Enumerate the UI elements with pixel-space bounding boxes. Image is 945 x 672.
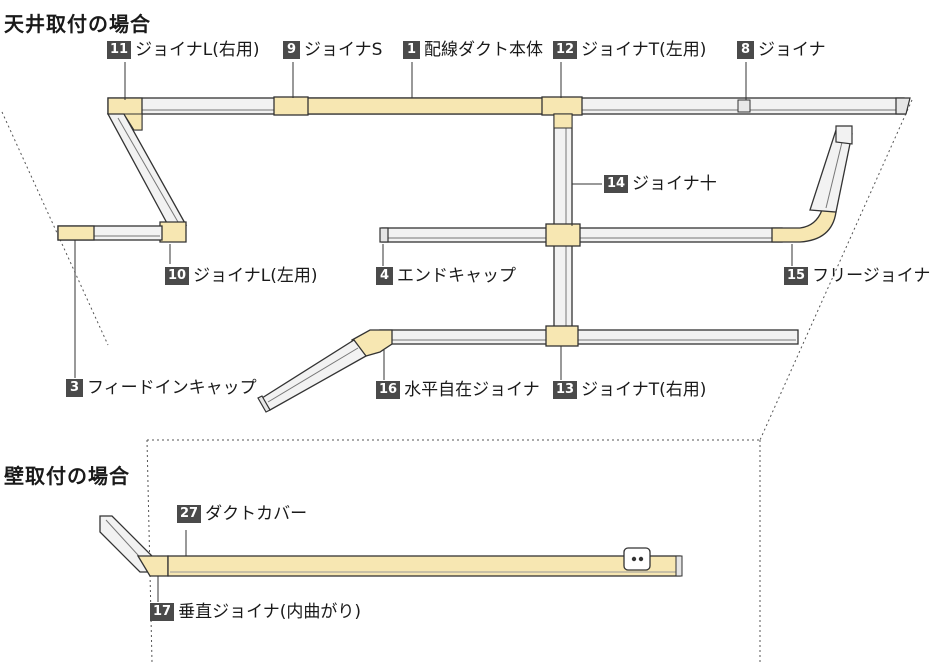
- part-name: ジョイナT(左用): [581, 40, 707, 60]
- leader-lines: [74, 62, 793, 602]
- part-name: ジョイナ十: [632, 174, 717, 194]
- horizontal-free-joiner-assembly: [257, 329, 393, 413]
- part-number-badge: 15: [784, 267, 809, 285]
- bottom-duct: [379, 325, 799, 347]
- part-number-badge: 3: [66, 379, 83, 397]
- part-name: フィードインキャップ: [87, 378, 257, 398]
- part-number-badge: 8: [737, 41, 754, 59]
- part-name: ダクトカバー: [205, 504, 308, 524]
- part-number-badge: 9: [283, 41, 300, 59]
- part-name: ジョイナT(右用): [581, 380, 707, 400]
- part-name: 垂直ジョイナ(内曲がり): [178, 602, 362, 622]
- part-name: ジョイナL(右用): [135, 40, 260, 60]
- middle-duct: [379, 223, 783, 247]
- joiner-l-left-shape: [159, 221, 187, 243]
- part-number-badge: 4: [376, 267, 393, 285]
- part-name: 水平自在ジョイナ: [404, 380, 540, 400]
- free-joiner-assembly: [771, 125, 853, 243]
- part-number-badge: 16: [376, 381, 401, 399]
- part-name: エンドキャップ: [397, 266, 516, 286]
- left-short-duct: [57, 225, 163, 241]
- diagonal-duct-left: [106, 113, 188, 226]
- part-name: ジョイナS: [304, 40, 383, 60]
- part-number-badge: 11: [107, 41, 132, 59]
- part-number-badge: 14: [604, 175, 629, 193]
- perspective-guides: [1, 99, 913, 663]
- part-name: 配線ダクト本体: [424, 40, 543, 60]
- part-name: ジョイナ: [758, 40, 826, 60]
- part-number-badge: 1: [403, 41, 420, 59]
- part-number-badge: 13: [553, 381, 578, 399]
- wall-section-title: 壁取付の場合: [4, 464, 130, 488]
- ceiling-section-title: 天井取付の場合: [4, 12, 151, 36]
- part-name: フリージョイナ: [812, 266, 931, 286]
- main-duct-top: [107, 96, 911, 116]
- part-name: ジョイナL(左用): [193, 266, 318, 286]
- part-number-badge: 17: [150, 603, 175, 621]
- part-number-badge: 27: [177, 505, 202, 523]
- part-number-badge: 10: [165, 267, 190, 285]
- wall-duct-assembly: [99, 515, 683, 577]
- part-number-badge: 12: [553, 41, 578, 59]
